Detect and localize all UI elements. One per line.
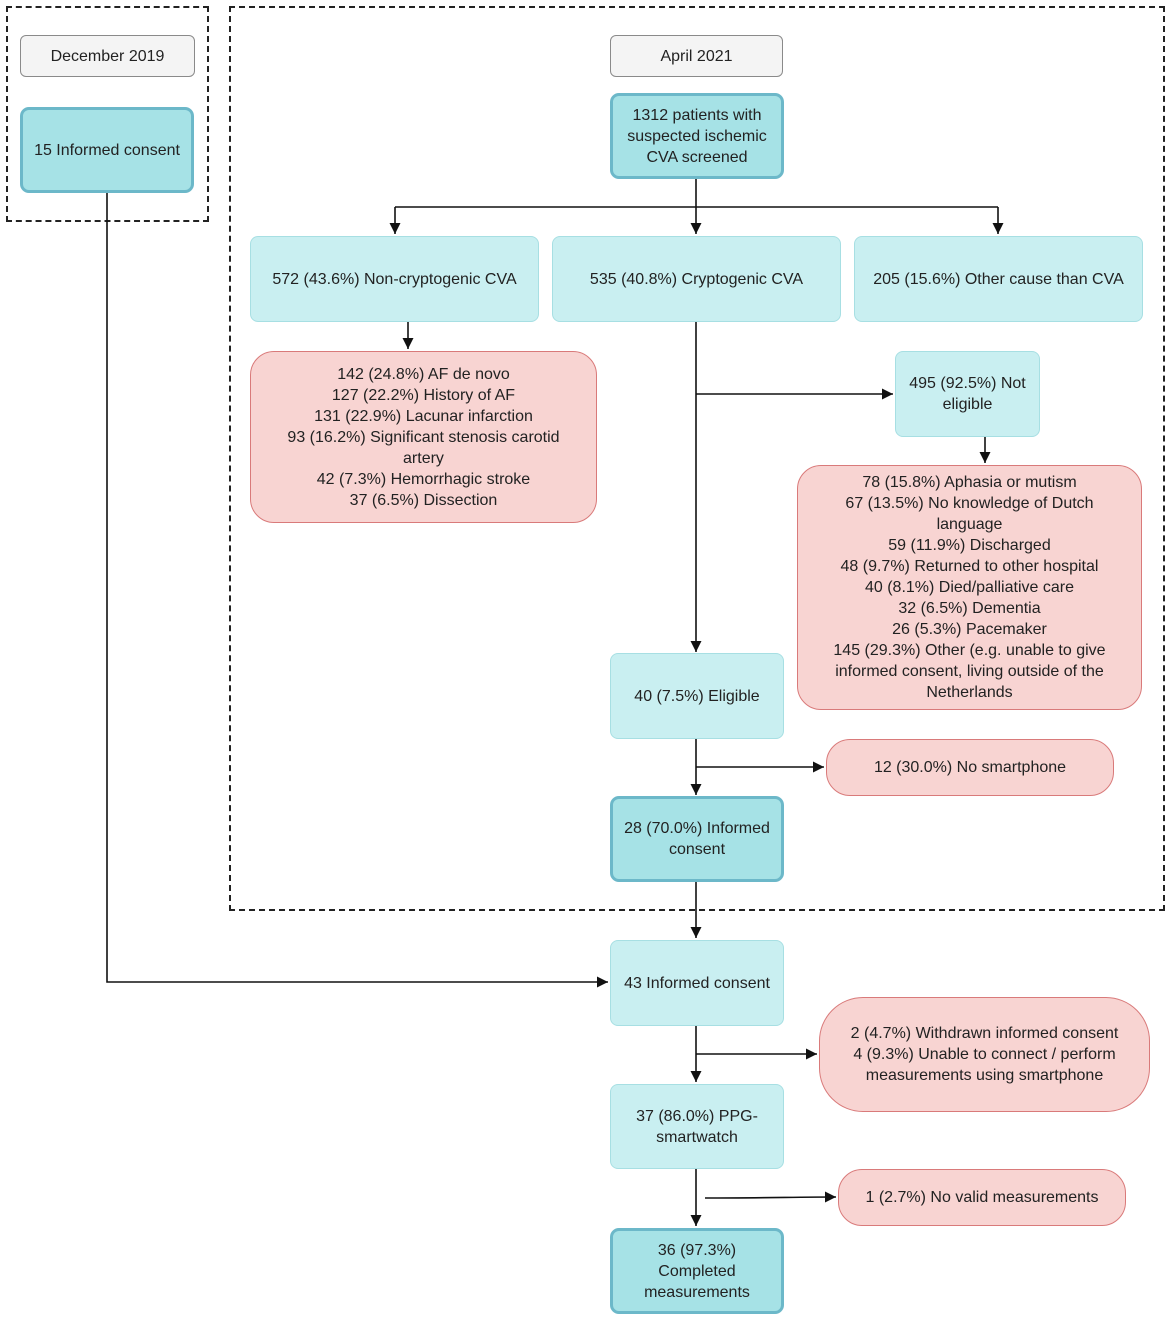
non-cryptogenic-reasons: 142 (24.8%) AF de novo 127 (22.2%) Histo… (250, 351, 597, 523)
not-eligible: 495 (92.5%) Not eligible (895, 351, 1040, 437)
arrow-december-to-total (106, 193, 608, 988)
withdrawn-or-unable: 2 (4.7%) Withdrawn informed consent 4 (9… (819, 997, 1150, 1112)
eligible: 40 (7.5%) Eligible (610, 653, 784, 739)
period-april-2021: April 2021 (610, 35, 783, 77)
not-eligible-reasons: 78 (15.8%) Aphasia or mutism 67 (13.5%) … (797, 465, 1142, 710)
april-2021-region (229, 6, 1165, 911)
april-informed-consent: 28 (70.0%) Informed consent (610, 796, 784, 882)
ppg-smartwatch: 37 (86.0%) PPG- smartwatch (610, 1084, 784, 1169)
december-informed-consent: 15 Informed consent (20, 107, 194, 193)
arrow-to-no-valid (704, 1191, 837, 1203)
no-valid-measurements: 1 (2.7%) No valid measurements (838, 1169, 1126, 1226)
completed-measurements: 36 (97.3%) Completed measurements (610, 1228, 784, 1314)
cryptogenic-cva: 535 (40.8%) Cryptogenic CVA (552, 236, 841, 322)
other-cause-than-cva: 205 (15.6%) Other cause than CVA (854, 236, 1143, 322)
period-december-2019: December 2019 (20, 35, 195, 77)
patients-screened: 1312 patients with suspected ischemic CV… (610, 93, 784, 179)
no-smartphone: 12 (30.0%) No smartphone (826, 739, 1114, 796)
total-informed-consent: 43 Informed consent (610, 940, 784, 1026)
non-cryptogenic-cva: 572 (43.6%) Non-cryptogenic CVA (250, 236, 539, 322)
